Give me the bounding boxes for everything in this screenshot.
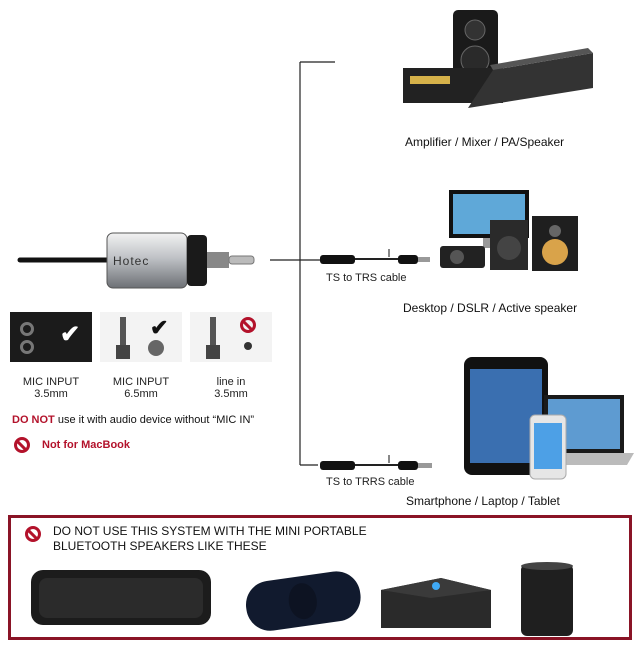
input-icon-6-5mm: ✔ — [100, 312, 182, 362]
bluetooth-warning-text: DO NOT USE THIS SYSTEM WITH THE MINI POR… — [53, 524, 367, 553]
check-icon: ✔ — [150, 315, 169, 340]
amplifier-label: Amplifier / Mixer / PA/Speaker — [405, 135, 565, 149]
mic-in-warning: DO NOT use it with audio device without … — [12, 414, 255, 426]
amplifier-mixer-image — [403, 10, 593, 108]
smartphone-label: Smartphone / Laptop / Tablet — [406, 494, 560, 508]
input-icon-3-5mm: ✔ — [10, 312, 92, 362]
ts-trrs-label: TS to TRRS cable — [326, 476, 415, 488]
prohibited-icon — [14, 437, 30, 453]
desktop-label: Desktop / DSLR / Active speaker — [403, 301, 578, 315]
desktop-dslr-speaker-image — [440, 190, 578, 271]
check-icon: ✔ — [60, 321, 81, 348]
ts-trs-label: TS to TRS cable — [326, 272, 407, 284]
smartphone-laptop-tablet-image — [464, 357, 634, 480]
transmitter-image: Hotec — [17, 232, 255, 289]
ts-trs-cable-image — [320, 249, 430, 264]
bluetooth-speakers-image — [31, 562, 573, 636]
prohibited-icon — [240, 317, 256, 333]
input-icon-line-in — [190, 312, 272, 362]
ts-trrs-cable-image — [320, 455, 432, 470]
macbook-warning: Not for MacBook — [42, 439, 130, 451]
bluetooth-warning-box: DO NOT USE THIS SYSTEM WITH THE MINI POR… — [8, 515, 632, 640]
prohibited-icon — [25, 526, 41, 542]
brand-logo: Hotec — [113, 254, 149, 268]
